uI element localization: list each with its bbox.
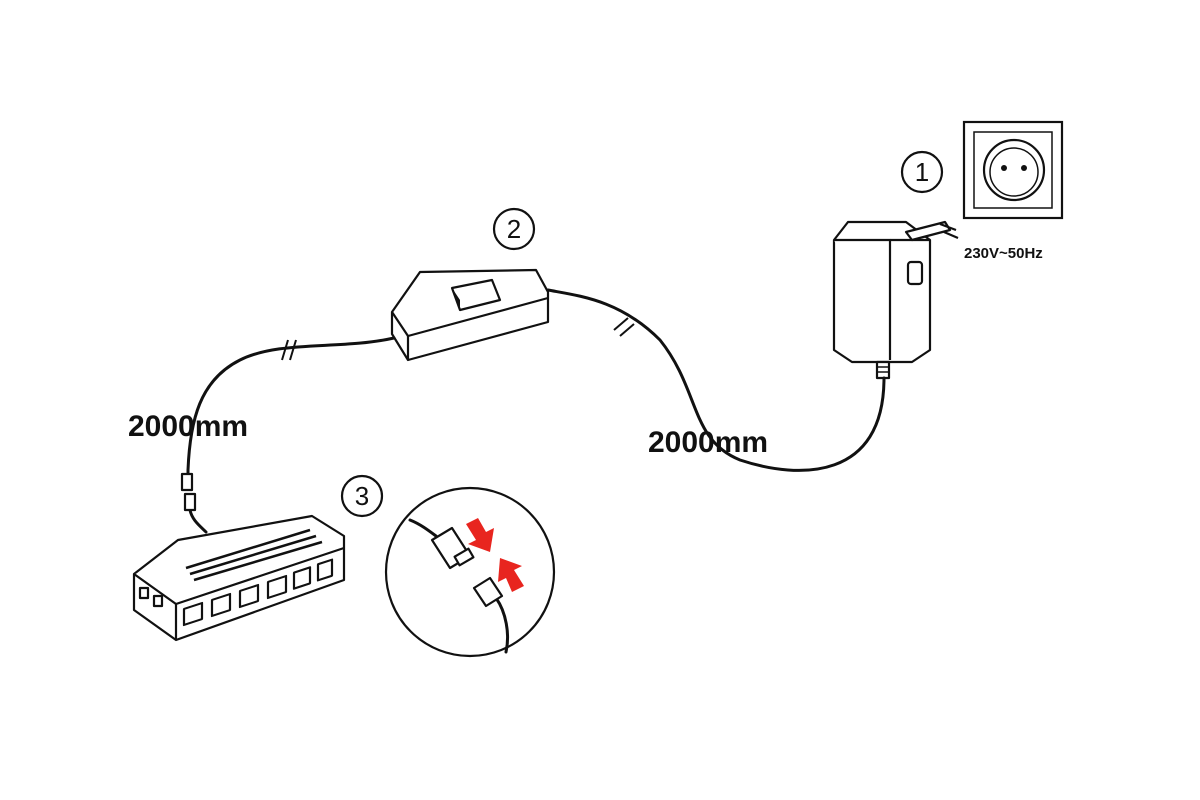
cables	[180, 288, 886, 534]
step-3-badge: 3	[340, 474, 384, 518]
step-1-badge: 1	[900, 150, 944, 194]
step-2-badge: 2	[492, 207, 536, 251]
arrow-up-icon	[498, 558, 524, 592]
distributor-box-icon	[132, 514, 346, 642]
arrow-down-icon	[466, 518, 494, 552]
cable-right-length-label: 2000mm	[648, 426, 768, 459]
distributor-ports	[182, 558, 334, 627]
step-3-number: 3	[355, 481, 369, 511]
cable-left-length-label: 2000mm	[128, 410, 248, 443]
wall-socket-icon	[962, 120, 1064, 220]
step-2-number: 2	[507, 214, 521, 244]
connector-detail-icon	[384, 486, 556, 658]
power-adapter-icon	[832, 220, 959, 380]
inline-switch-icon	[390, 268, 550, 362]
step-1-number: 1	[915, 157, 929, 187]
voltage-label: 230V~50Hz	[964, 245, 1043, 262]
